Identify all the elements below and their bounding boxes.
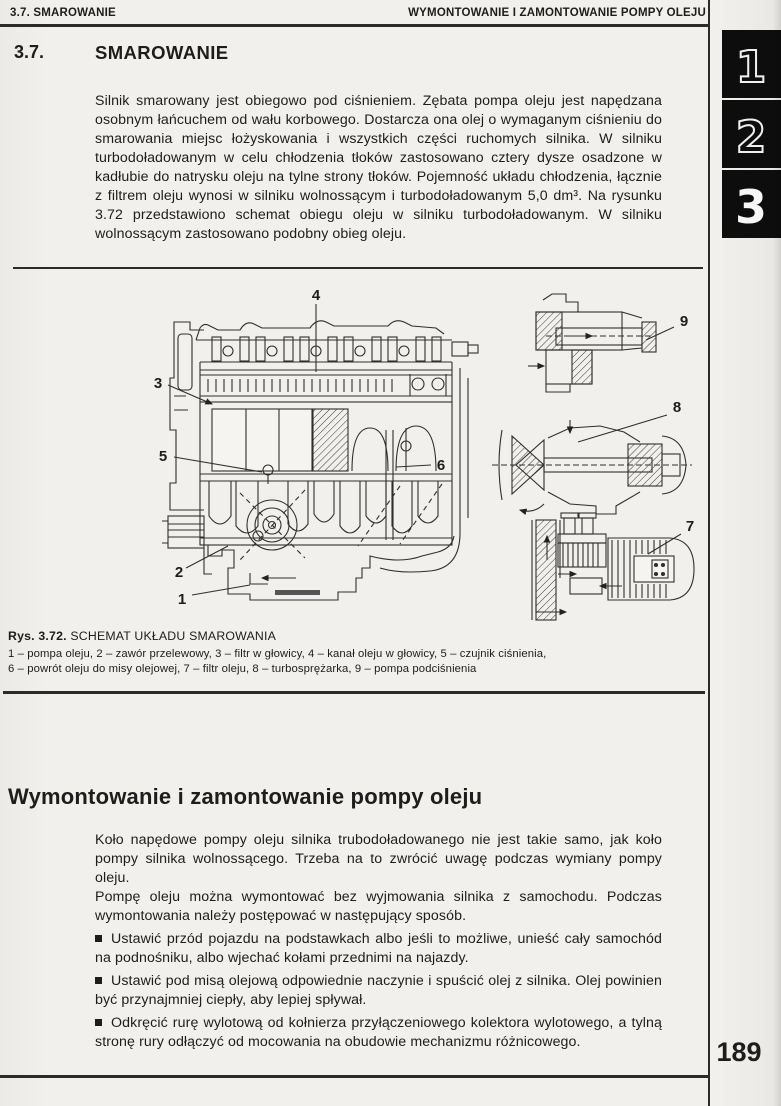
content-right-border <box>708 0 710 1106</box>
figure-caption-title: SCHEMAT UKŁADU SMAROWANIA <box>70 629 277 643</box>
tab-2-label: 2 <box>736 112 767 163</box>
turbocharger-detail <box>492 420 692 515</box>
bullet-item: Odkręcić rurę wylotową od kołnierza przy… <box>95 1014 662 1052</box>
callout-8: 8 <box>673 399 681 416</box>
figure-legend-line1: 1 – pompa oleju, 2 – zawór przelewowy, 3… <box>8 648 547 660</box>
engine-cross-section <box>162 320 479 601</box>
callout-3: 3 <box>154 375 162 392</box>
thumb-index-tabs: 1 2 3 <box>722 30 781 240</box>
header-right: WYMONTOWANIE I ZAMONTOWANIE POMPY OLEJU <box>408 7 706 19</box>
thumb-tab-3: 3 <box>722 170 781 238</box>
bullet-text-1: Ustawić przód pojazdu na podstawkach alb… <box>95 931 662 966</box>
bullet-text-3: Odkręcić rurę wylotową od kołnierza przy… <box>95 1015 662 1050</box>
bullet-square-icon <box>95 977 102 984</box>
section-title: SMAROWANIE <box>95 42 229 63</box>
callout-9: 9 <box>680 313 688 330</box>
bullet-text-2: Ustawić pod misą olejową odpowiednie nac… <box>95 973 662 1008</box>
callout-5: 5 <box>159 448 167 465</box>
callout-2: 2 <box>175 564 183 581</box>
callout-4: 4 <box>312 287 321 304</box>
callout-7: 7 <box>686 518 694 535</box>
tab-1-label: 1 <box>736 42 767 93</box>
figure-lubrication-diagram: 4 3 5 6 2 1 9 8 7 <box>154 287 695 621</box>
vacuum-pump-detail <box>528 293 657 393</box>
callout-6: 6 <box>437 457 445 474</box>
section-body-paragraph: Silnik smarowany jest obiegowo pod ciśni… <box>95 93 662 242</box>
tab-3-digit: 3 <box>735 180 767 234</box>
tab-3-label: 3 <box>735 180 767 234</box>
section2-paragraph-1: Koło napędowe pompy oleju silnika trubod… <box>95 832 662 886</box>
bullet-square-icon <box>95 935 102 942</box>
divider-rule-bottom <box>0 1075 708 1078</box>
section-number: 3.7. <box>14 42 45 62</box>
figure-legend-line2: 6 – powrót oleju do misy olejowej, 7 – f… <box>8 663 477 675</box>
figure-caption: Rys. 3.72. SCHEMAT UKŁADU SMAROWANIA <box>8 629 276 643</box>
callout-1: 1 <box>178 591 186 608</box>
header-left: 3.7. SMAROWANIE <box>10 7 116 19</box>
section2-paragraph-2: Pompę oleju można wymontować bez wyjmowa… <box>95 889 662 924</box>
figure-caption-label: Rys. 3.72. <box>8 629 67 643</box>
bullet-item: Ustawić pod misą olejową odpowiednie nac… <box>95 972 662 1010</box>
thumb-tab-1: 1 <box>722 30 781 98</box>
section2-text-column: Koło napędowe pompy oleju silnika trubod… <box>95 831 662 1052</box>
page-number: 189 <box>716 1037 762 1067</box>
section2-title: Wymontowanie i zamontowanie pompy oleju <box>8 784 483 809</box>
bullet-item: Ustawić przód pojazdu na podstawkach alb… <box>95 930 662 968</box>
divider-rule-middle <box>3 691 705 694</box>
divider-rule-top <box>13 267 703 269</box>
thumb-tab-2: 2 <box>722 100 781 168</box>
header-rule <box>0 24 708 27</box>
oil-filter-detail <box>531 512 695 621</box>
callout-leaders <box>167 304 682 596</box>
bullet-square-icon <box>95 1019 102 1026</box>
tab-1-digit: 1 <box>735 41 768 94</box>
callout-numbers: 4 3 5 6 2 1 9 8 7 <box>154 287 694 608</box>
tab-2-digit: 2 <box>735 111 768 164</box>
running-header: 3.7. SMAROWANIE WYMONTOWANIE I ZAMONTOWA… <box>10 7 706 19</box>
